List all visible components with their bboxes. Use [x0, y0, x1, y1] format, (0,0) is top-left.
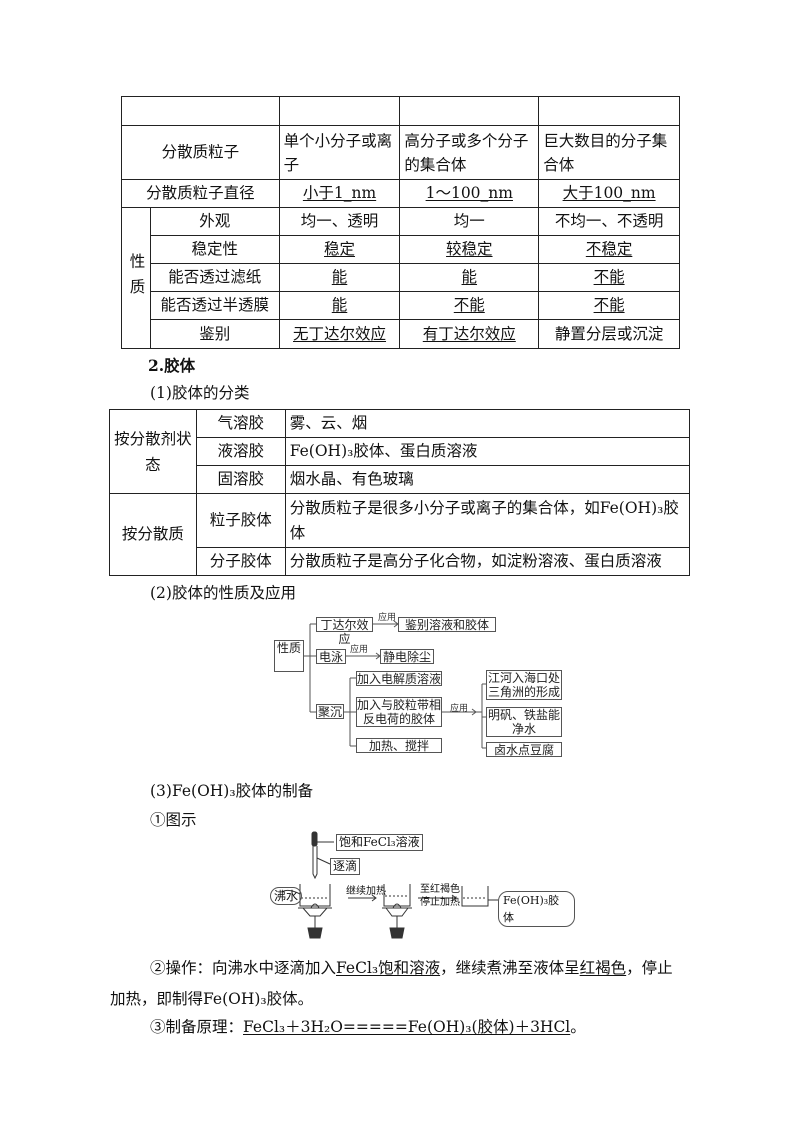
comparison-table: 分散质粒子 单个小分子或离子 高分子或多个分子的集合体 巨大数目的分子集合体 分…	[121, 96, 680, 349]
operation-color: 红褐色	[579, 959, 627, 977]
principle-label: ③制备原理：	[150, 1018, 244, 1036]
subsection-title: (3)Fe(OH)₃胶体的制备	[150, 782, 314, 800]
table-row: 液溶胶 Fe(OH)₃胶体、蛋白质溶液	[110, 437, 691, 466]
table-header-row	[121, 96, 680, 126]
table-row: 固溶胶 烟水晶、有色玻璃	[110, 465, 691, 494]
type-cell: 固溶胶	[195, 465, 286, 494]
group-label: 按分散质	[109, 493, 197, 576]
properties-diagram: 性质 丁达尔效应 应用 鉴别溶液和胶体 电泳 应用 静电除尘 聚沉 加入电解质溶…	[270, 608, 570, 768]
electro-app: 静电除尘	[380, 649, 434, 664]
cell: 不均一、不透明	[538, 207, 680, 236]
classification-table: 按分散剂状态 气溶胶 雾、云、烟 液溶胶 Fe(OH)₃胶体、蛋白质溶液 固溶胶…	[109, 409, 691, 576]
figure-title: ①图示	[150, 811, 197, 829]
cell: 静置分层或沉淀	[538, 319, 680, 349]
apparatus-drawing	[281, 831, 498, 939]
principle-equation: FeCl₃＋3H₂O=====Fe(OH)₃(胶体)＋3HCl	[243, 1018, 571, 1036]
cell: 无丁达尔效应	[293, 324, 387, 343]
group-label: 按分散剂状态	[109, 409, 197, 494]
row-label: 能否透过半透膜	[149, 291, 280, 320]
cell: 不能	[593, 268, 625, 286]
row-label: 鉴别	[149, 319, 280, 349]
cell: 大于100_nm	[562, 184, 656, 202]
cell: 单个小分子或离子	[278, 125, 401, 180]
product-label: Fe(OH)₃胶体	[498, 891, 575, 927]
electro-node: 电泳	[316, 649, 346, 664]
app-label: 应用	[378, 613, 397, 623]
type-cell: 液溶胶	[195, 437, 286, 466]
table-row: 按分散质 粒子胶体 分散质粒子是很多小分子或离子的集合体，如Fe(OH)₃胶体	[109, 493, 691, 576]
operation-line1: ②操作：向沸水中逐滴加入FeCl₃饱和溶液，继续煮沸至液体呈红褐色，停止	[150, 954, 673, 983]
table-row: 分子胶体 分散质粒子是高分子化合物，如淀粉溶液、蛋白质溶液	[110, 547, 691, 576]
principle-line: ③制备原理：FeCl₃＋3H₂O=====Fe(OH)₃(胶体)＋3HCl。	[150, 1013, 586, 1042]
coag-method: 加热、搅拌	[356, 738, 442, 753]
cell: 不能	[453, 296, 485, 314]
app-label: 应用	[450, 704, 469, 714]
cell: 不稳定	[585, 240, 633, 258]
table-row: 按分散剂状态 气溶胶 雾、云、烟	[109, 409, 691, 494]
step2b-label: 停止加热	[420, 897, 460, 908]
row-label: 稳定性	[149, 235, 280, 264]
table-row: 能否透过半透膜 能 不能 不能	[122, 291, 680, 320]
desc-cell: 烟水晶、有色玻璃	[284, 465, 691, 494]
cell: 稳定	[324, 240, 356, 258]
operation-line2: 加热，即制得Fe(OH)₃胶体。	[110, 990, 314, 1008]
type-cell: 分子胶体	[195, 547, 286, 576]
operation-text: ，停止	[626, 959, 673, 977]
table-row: 能否透过滤纸 能 能 不能	[122, 263, 680, 292]
desc-cell: 分散质粒子是高分子化合物，如淀粉溶液、蛋白质溶液	[284, 547, 691, 576]
coag-app: 明矾、铁盐能净水	[486, 707, 562, 737]
operation-reagent: FeCl₃饱和溶液	[336, 959, 441, 977]
table-row: 鉴别 无丁达尔效应 有丁达尔效应 静置分层或沉淀	[122, 319, 680, 349]
table-row: 分散质粒子 单个小分子或离子 高分子或多个分子的集合体 巨大数目的分子集合体	[121, 125, 680, 180]
cell: 较稳定	[446, 240, 493, 258]
app-label: 应用	[350, 645, 369, 655]
operation-text: ②操作：向沸水中逐滴加入	[150, 959, 337, 977]
coag-app: 卤水点豆腐	[486, 742, 562, 757]
desc-cell: Fe(OH)₃胶体、蛋白质溶液	[284, 437, 691, 466]
coag-node: 聚沉	[316, 704, 344, 719]
type-cell: 气溶胶	[195, 409, 286, 438]
cell: 能	[461, 268, 478, 286]
row-label: 能否透过滤纸	[149, 263, 280, 292]
desc-cell: 分散质粒子是很多小分子或离子的集合体，如Fe(OH)₃胶体	[284, 493, 691, 548]
tyndall-app: 鉴别溶液和胶体	[398, 617, 496, 632]
row-label: 分散质粒子	[121, 125, 280, 180]
cell: 不能	[593, 296, 625, 314]
cell: 小于1_nm	[302, 184, 377, 202]
desc-cell: 雾、云、烟	[284, 409, 691, 438]
cell: 高分子或多个分子的集合体	[399, 125, 540, 180]
coag-app: 江河入海口处三角洲的形成	[486, 670, 562, 700]
root-node: 性质	[274, 640, 304, 672]
cell: 均一	[399, 207, 540, 236]
coag-method: 加入电解质溶液	[356, 671, 442, 686]
row-label: 分散质粒子直径	[121, 179, 280, 208]
row-label: 外观	[149, 207, 280, 236]
table-row: 分散质粒子直径 小于1_nm 1～100_nm 大于100_nm	[121, 179, 680, 208]
table-row: 性质 外观 均一、透明 均一 不均一、不透明	[121, 207, 680, 349]
cell: 有丁达尔效应	[422, 324, 516, 343]
operation-text: ，继续煮沸至液体呈	[440, 959, 580, 977]
boiling-label: 沸水	[270, 887, 303, 905]
cell: 能	[331, 296, 348, 314]
cell: 均一、透明	[278, 207, 401, 236]
cell: 巨大数目的分子集合体	[538, 125, 680, 180]
subsection-title: (2)胶体的性质及应用	[150, 584, 296, 602]
step1-label: 继续加热	[346, 886, 386, 897]
table-row: 稳定性 稳定 较稳定 不稳定	[122, 235, 680, 264]
section-title: 2.胶体	[148, 356, 196, 375]
tyndall-node: 丁达尔效应	[316, 617, 373, 646]
drip-label: 逐滴	[330, 858, 361, 875]
principle-text: 。	[570, 1018, 586, 1036]
subsection-title: (1)胶体的分类	[150, 384, 250, 402]
type-cell: 粒子胶体	[195, 493, 286, 548]
coag-method: 加入与胶粒带相反电荷的胶体	[356, 697, 442, 727]
cell: 能	[331, 268, 348, 286]
nature-label: 性质	[121, 207, 151, 349]
reagent-label: 饱和FeCl₃溶液	[336, 834, 423, 851]
cell: 1～100_nm	[425, 184, 513, 202]
apparatus-figure: 饱和FeCl₃溶液 逐滴 沸水 继续加热 至红褐色 停止加热 Fe(OH)₃胶体	[270, 830, 575, 945]
step2a-label: 至红褐色	[420, 884, 460, 895]
